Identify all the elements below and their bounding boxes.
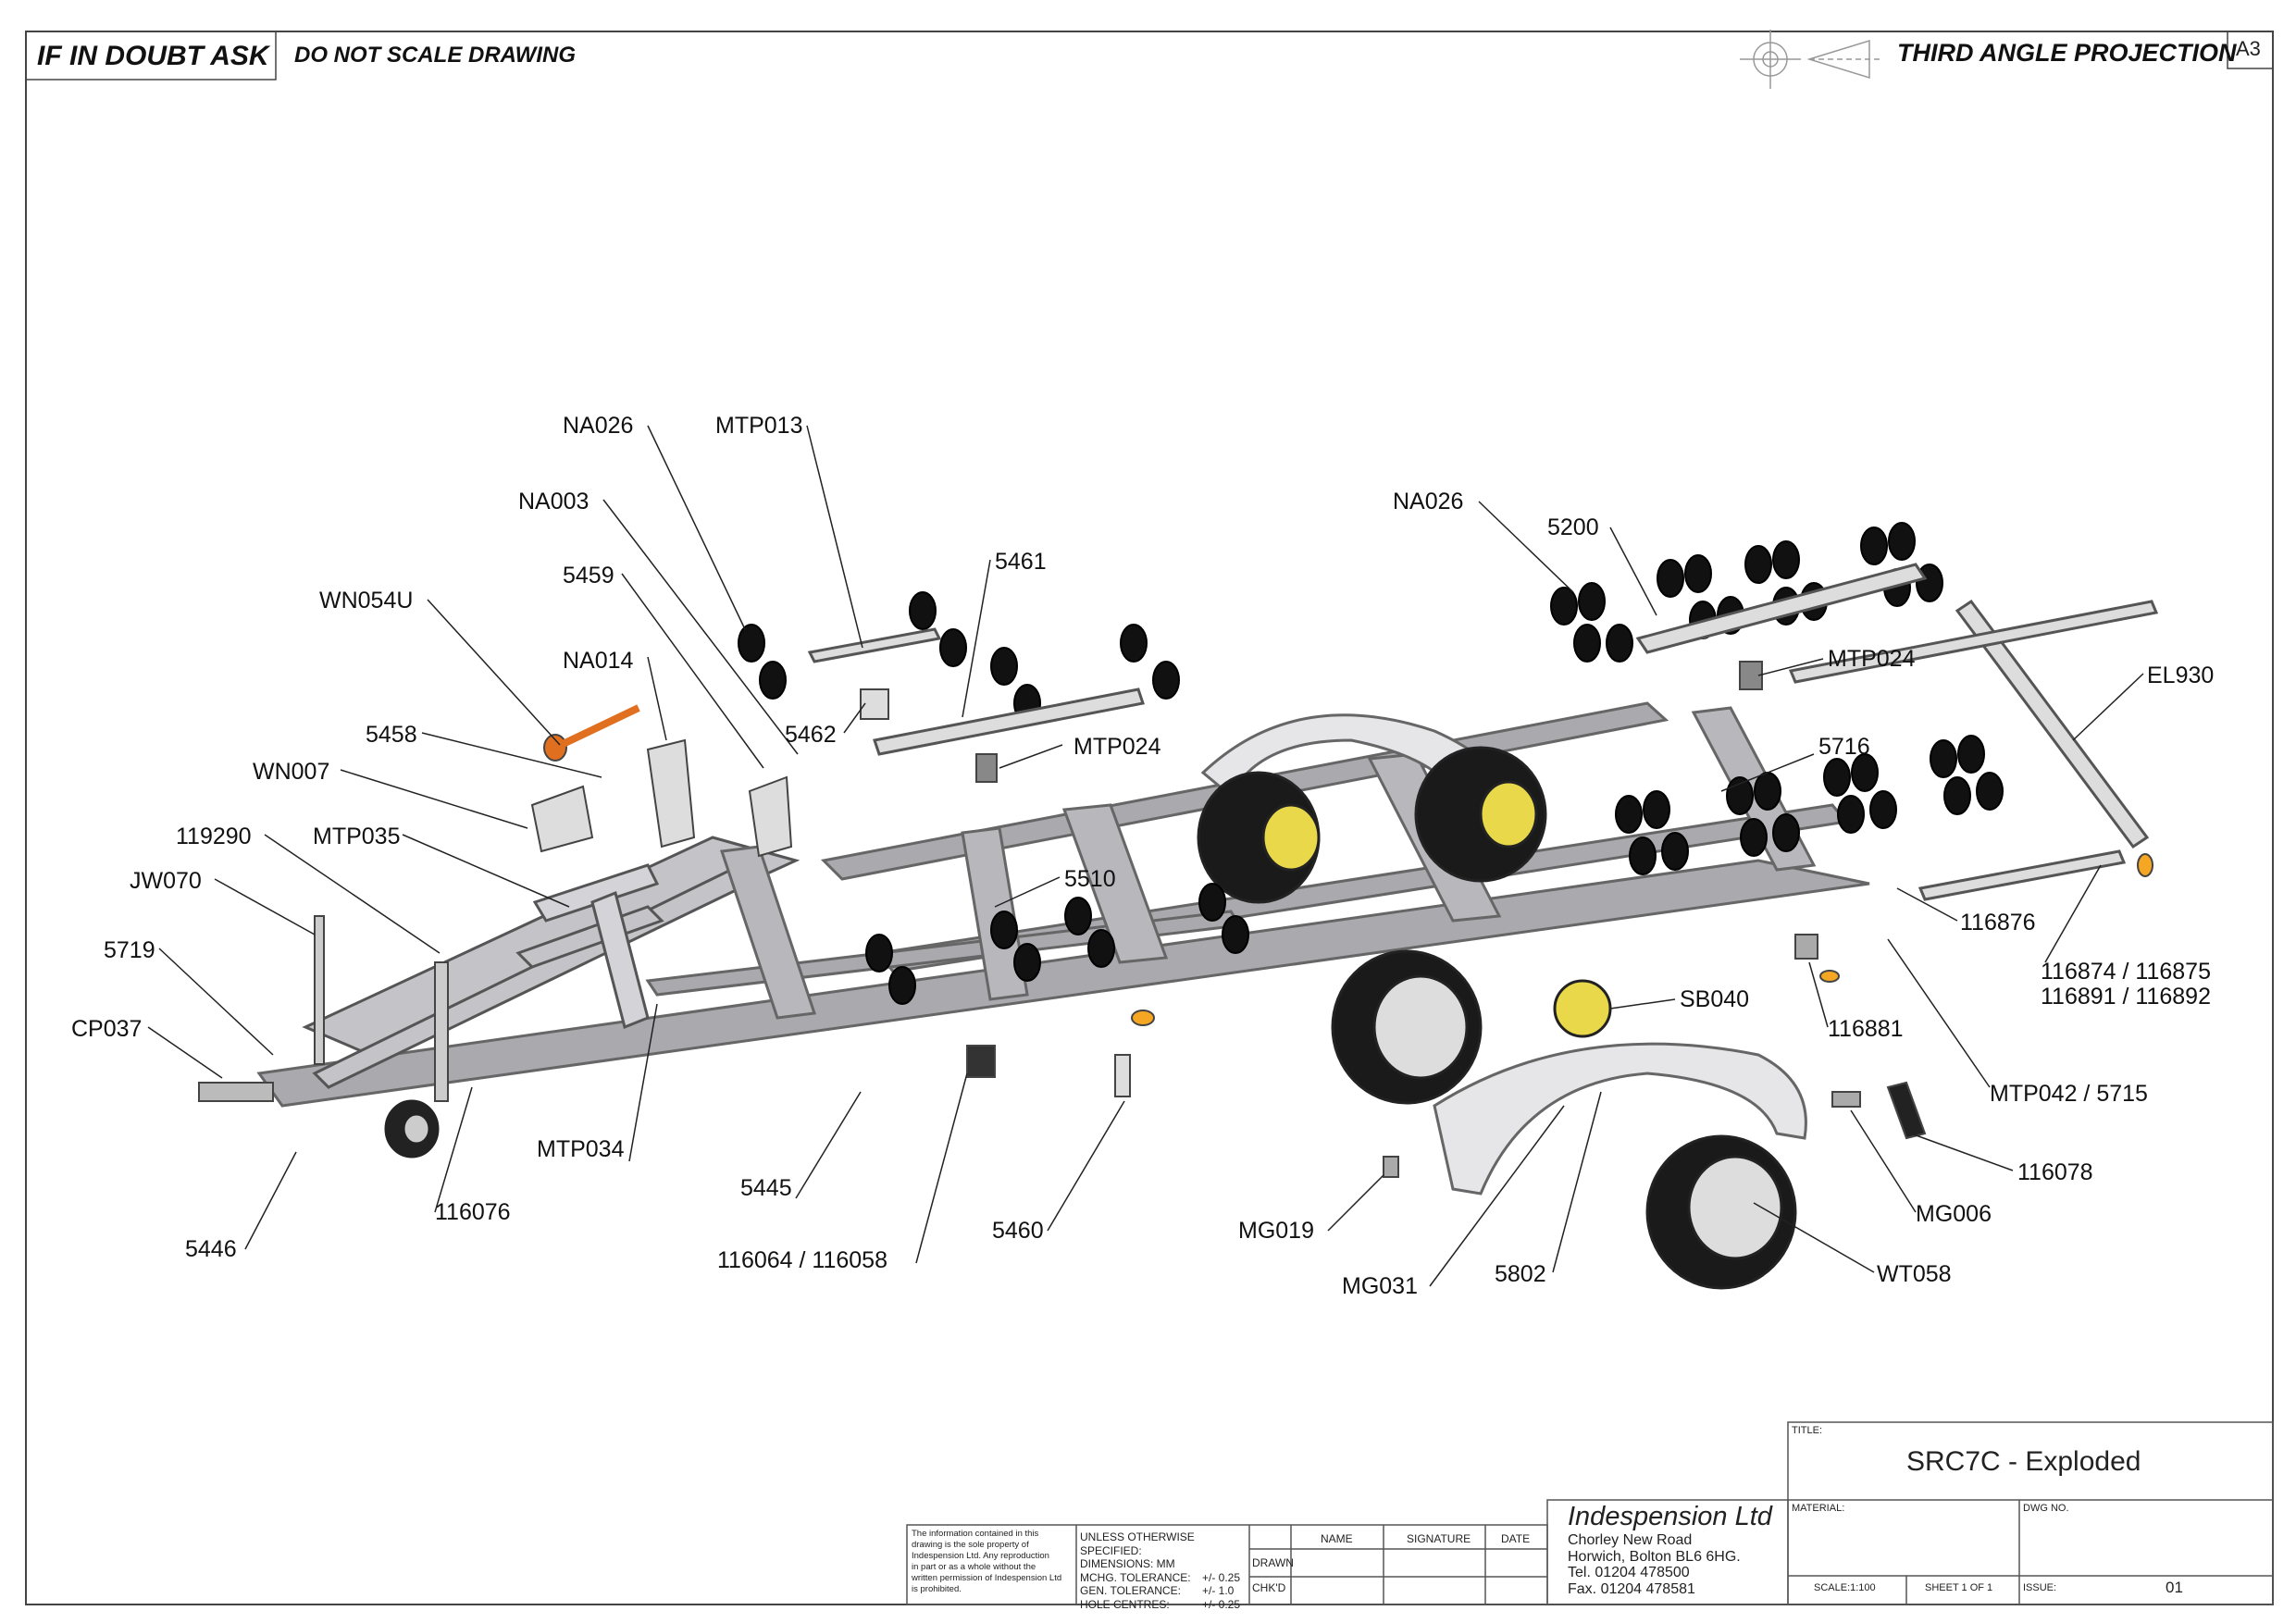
callout-label: MTP035 — [313, 824, 400, 849]
col-signature: SIGNATURE — [1407, 1532, 1471, 1545]
title-block — [906, 1421, 2274, 1605]
callout-label: CP037 — [71, 1016, 142, 1042]
trailer-illustration — [147, 425, 2159, 1290]
tolerances: UNLESS OTHERWISE SPECIFIED: DIMENSIONS: … — [1080, 1530, 1241, 1611]
col-name: NAME — [1321, 1532, 1353, 1545]
callout-label: 116064 / 116058 — [717, 1247, 887, 1273]
drawing-title: SRC7C - Exploded — [1906, 1446, 2141, 1477]
row-chkd: CHK'D — [1252, 1581, 1286, 1594]
callout-label: MG031 — [1342, 1273, 1418, 1299]
callout-labels: NA026 MTP013 NA003 5459 WN054U NA014 546… — [71, 413, 2214, 1299]
callout-label: 5462 — [785, 722, 837, 748]
callout-label: NA026 — [563, 413, 633, 439]
callout-label: JW070 — [130, 868, 202, 894]
callout-label: 5461 — [995, 549, 1047, 575]
sheet-count: SHEET 1 OF 1 — [1925, 1582, 1993, 1593]
sheet-size-box — [2227, 31, 2274, 69]
callout-label: MTP013 — [715, 413, 802, 439]
callout-label: 5460 — [992, 1218, 1044, 1244]
callout-label: 5459 — [563, 563, 614, 588]
callout-label: 5716 — [1818, 734, 1870, 760]
callout-label: 5446 — [185, 1236, 237, 1262]
issue-label: ISSUE: — [2023, 1582, 2057, 1593]
callout-label: 116876 — [1960, 910, 2036, 935]
projection-symbol-icon — [1740, 30, 1883, 89]
no-scale-note: DO NOT SCALE DRAWING — [294, 43, 576, 68]
callout-label: 116881 — [1828, 1016, 1904, 1042]
callout-label: 5445 — [740, 1175, 792, 1201]
mudguard-exploded — [1433, 1042, 1807, 1196]
callout-label: 5200 — [1547, 514, 1599, 540]
material-label: MATERIAL: — [1792, 1503, 1845, 1514]
callout-label: 116078 — [2017, 1159, 2093, 1185]
callout-label: MTP024 — [1828, 646, 1916, 672]
doubt-box — [25, 31, 277, 81]
callout-label: MTP024 — [1074, 734, 1161, 760]
callout-label: 119290 — [176, 824, 252, 849]
company-name: Indespension Ltd — [1568, 1502, 1772, 1531]
callout-label: 116076 — [435, 1199, 511, 1225]
callout-label: 116874 / 116875 — [2041, 959, 2211, 985]
callout-label: 5802 — [1495, 1261, 1546, 1287]
sheet-size: A3 — [2236, 37, 2261, 60]
callout-label: 5510 — [1064, 866, 1116, 892]
callout-label: WT058 — [1877, 1261, 1952, 1287]
leader-lines — [147, 425, 2144, 1287]
callout-label: MG006 — [1916, 1201, 1992, 1227]
callout-label: MTP034 — [537, 1136, 625, 1162]
callout-label: NA026 — [1393, 489, 1463, 514]
callout-label: MTP042 / 5715 — [1990, 1081, 2148, 1107]
callout-label: WN007 — [253, 759, 329, 785]
projection-note: THIRD ANGLE PROJECTION — [1897, 39, 2237, 67]
callout-label: NA003 — [518, 489, 589, 514]
callout-label: 5458 — [366, 722, 417, 748]
col-date: DATE — [1501, 1532, 1531, 1545]
scale: SCALE:1:100 — [1814, 1582, 1876, 1593]
callout-label: 116891 / 116892 — [2041, 984, 2211, 1010]
dwg-no-label: DWG NO. — [2023, 1503, 2069, 1514]
disclaimer: The information contained in this drawin… — [912, 1529, 1062, 1594]
callout-label: NA014 — [563, 648, 634, 674]
wheel-icon — [384, 746, 1797, 1290]
company-address: Chorley New Road Horwich, Bolton BL6 6HG… — [1568, 1532, 1741, 1597]
title-label: TITLE: — [1792, 1425, 1823, 1436]
callout-label: SB040 — [1680, 986, 1749, 1012]
callout-label: MG019 — [1238, 1218, 1314, 1244]
callout-label: 5719 — [104, 937, 155, 963]
row-drawn: DRAWN — [1252, 1556, 1294, 1569]
callout-label: WN054U — [319, 588, 413, 613]
doubt-note: IF IN DOUBT ASK — [37, 41, 269, 71]
callout-label: EL930 — [2147, 663, 2214, 688]
issue-number: 01 — [2166, 1579, 2183, 1596]
